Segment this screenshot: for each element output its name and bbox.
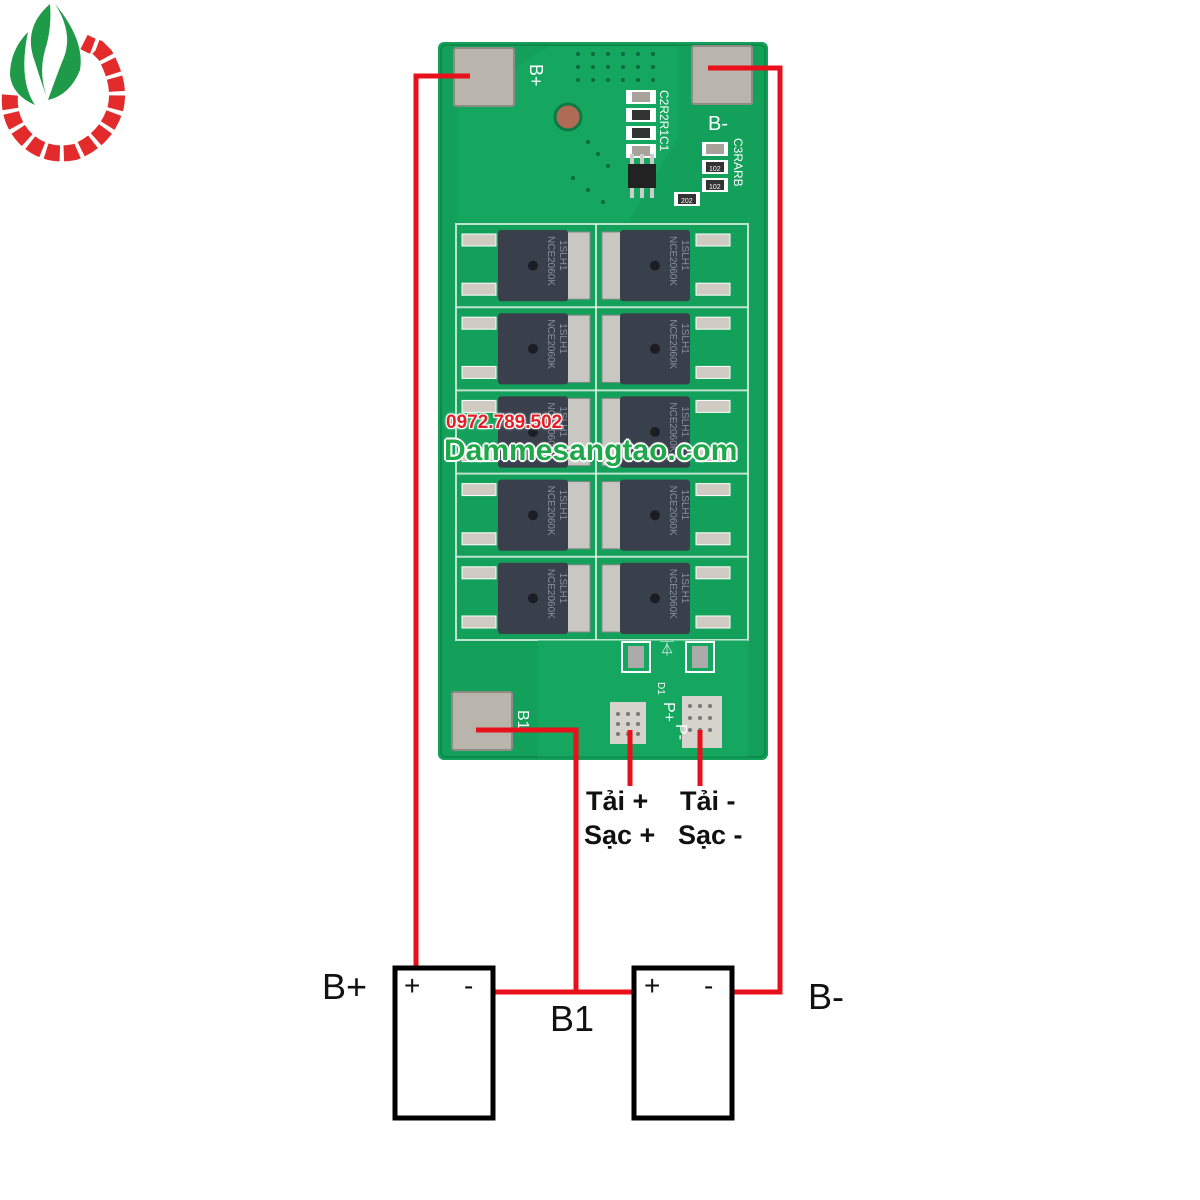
- svg-text:1SLH1: 1SLH1: [679, 406, 690, 437]
- svg-text:1SLH1: 1SLH1: [557, 490, 568, 521]
- svg-text:202: 202: [681, 198, 693, 205]
- svg-text:NCE2060K: NCE2060K: [545, 486, 556, 536]
- svg-text:102: 102: [709, 184, 721, 191]
- silk-refs-right: C3RARB: [731, 138, 745, 187]
- svg-text:1SLH1: 1SLH1: [679, 573, 690, 604]
- pad-b-plus: [453, 47, 515, 107]
- label-b-plus: B+: [322, 966, 368, 1007]
- company-logo: [1, 4, 125, 162]
- smd-column: C2R2R1C1: [626, 90, 671, 198]
- svg-text:P-: P-: [672, 724, 689, 740]
- flame-icon: [10, 4, 81, 105]
- pad-p-minus: [682, 696, 722, 748]
- ic-chip: [628, 164, 656, 188]
- svg-text:P+: P+: [660, 702, 677, 722]
- label-charge-plus: Sạc +: [584, 820, 656, 850]
- cell2-plus: +: [644, 970, 661, 1001]
- label-charge-minus: Sạc -: [678, 820, 743, 850]
- mounting-hole: [553, 102, 583, 132]
- label-load-minus: Tải -: [680, 786, 736, 816]
- diode-symbol: ⏄: [660, 641, 674, 657]
- svg-text:102: 102: [709, 166, 721, 173]
- watermark-site: Dammesangtao.com: [444, 434, 738, 467]
- label-b1: B1: [550, 998, 595, 1039]
- label-b-minus: B-: [808, 976, 844, 1017]
- watermark-phone: 0972.789.502: [446, 412, 563, 433]
- svg-text:NCE2060K: NCE2060K: [545, 402, 556, 452]
- gear-icon: [1, 34, 125, 162]
- bms-pcb-board: B+ B- C2R2R1C1 102 102 202 C3RARB NCE206…: [438, 42, 768, 760]
- svg-text:1SLH1: 1SLH1: [557, 573, 568, 604]
- label-load-plus: Tải +: [586, 786, 649, 816]
- svg-text:NCE2060K: NCE2060K: [667, 236, 678, 286]
- svg-text:1SLH1: 1SLH1: [679, 323, 690, 354]
- cell1-plus: +: [404, 970, 421, 1001]
- svg-text:1SLH1: 1SLH1: [557, 323, 568, 354]
- silk-b-minus: B-: [708, 113, 728, 135]
- svg-text:1SLH1: 1SLH1: [557, 406, 568, 437]
- pad-b-minus: [691, 45, 753, 105]
- wire-b1: [476, 727, 579, 992]
- silk-b-plus: B+: [526, 64, 546, 87]
- cell2-minus: -: [704, 970, 714, 1001]
- svg-text:NCE2060K: NCE2060K: [545, 319, 556, 369]
- pad-b1: [451, 691, 513, 751]
- svg-text:NCE2060K: NCE2060K: [667, 319, 678, 369]
- svg-text:1SLH1: 1SLH1: [679, 490, 690, 521]
- svg-text:1SLH1: 1SLH1: [679, 240, 690, 271]
- silk-b1: B1: [514, 710, 531, 730]
- svg-text:1SLH1: 1SLH1: [557, 240, 568, 271]
- cell1-minus: -: [464, 970, 474, 1001]
- svg-text:NCE2060K: NCE2060K: [667, 486, 678, 536]
- silk-refs-left: C2R2R1C1: [657, 90, 671, 152]
- svg-text:NCE2060K: NCE2060K: [545, 236, 556, 286]
- svg-text:NCE2060K: NCE2060K: [667, 569, 678, 619]
- svg-text:NCE2060K: NCE2060K: [545, 569, 556, 619]
- svg-text:D1: D1: [655, 682, 666, 695]
- svg-text:NCE2060K: NCE2060K: [667, 402, 678, 452]
